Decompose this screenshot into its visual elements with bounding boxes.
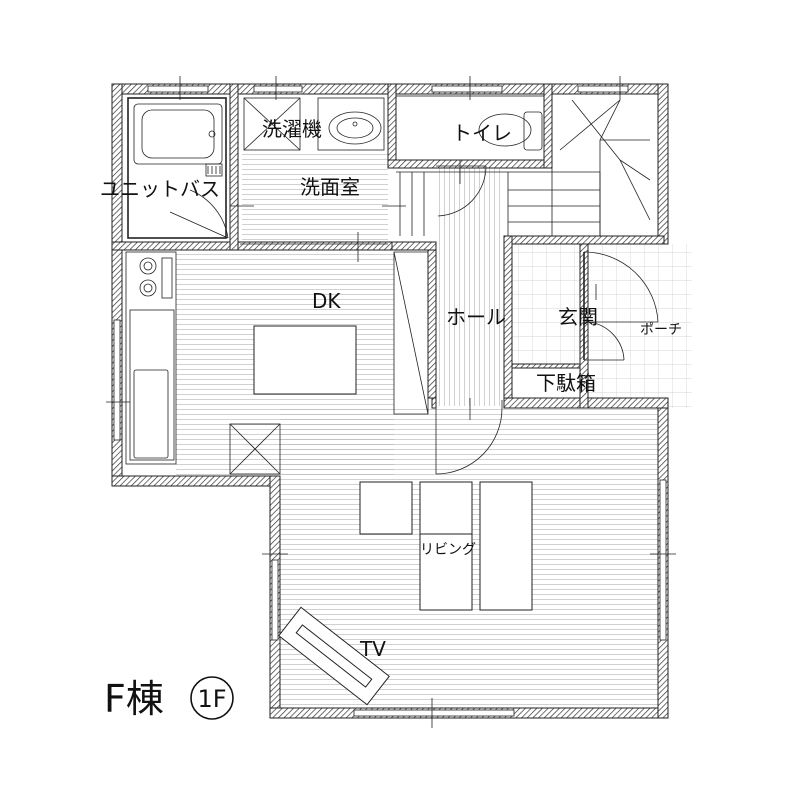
hall-floor	[436, 166, 502, 406]
label-hall: ホール	[446, 305, 506, 329]
floor-badge: 1F	[197, 685, 226, 713]
building-title: F棟	[104, 677, 164, 721]
dining-table	[253, 325, 357, 395]
label-shoe-box: 下駄箱	[536, 371, 596, 395]
entrance-tiles	[512, 244, 584, 364]
label-porch: ポーチ	[640, 322, 682, 338]
label-unit-bath: ユニットバス	[100, 177, 220, 201]
unit-bath-fixtures	[127, 97, 229, 239]
label-laundry: 洗濯機	[262, 117, 322, 141]
label-living: リビング	[420, 542, 476, 558]
label-entrance: 玄関	[558, 305, 598, 329]
label-dk: DK	[312, 289, 341, 313]
hall-door	[435, 165, 503, 475]
washroom-floor	[242, 152, 388, 244]
living-furniture	[278, 481, 533, 706]
stairs	[396, 93, 659, 237]
kitchen-fixtures	[125, 251, 429, 475]
laundry-fixtures	[240, 97, 388, 245]
label-toilet: トイレ	[452, 121, 512, 145]
label-washroom: 洗面室	[300, 175, 360, 199]
walls	[111, 83, 669, 719]
label-tv: TV	[359, 637, 386, 661]
entrance-door	[583, 251, 659, 361]
grid-ticks	[106, 76, 676, 728]
floor-badge-circle	[190, 676, 234, 720]
